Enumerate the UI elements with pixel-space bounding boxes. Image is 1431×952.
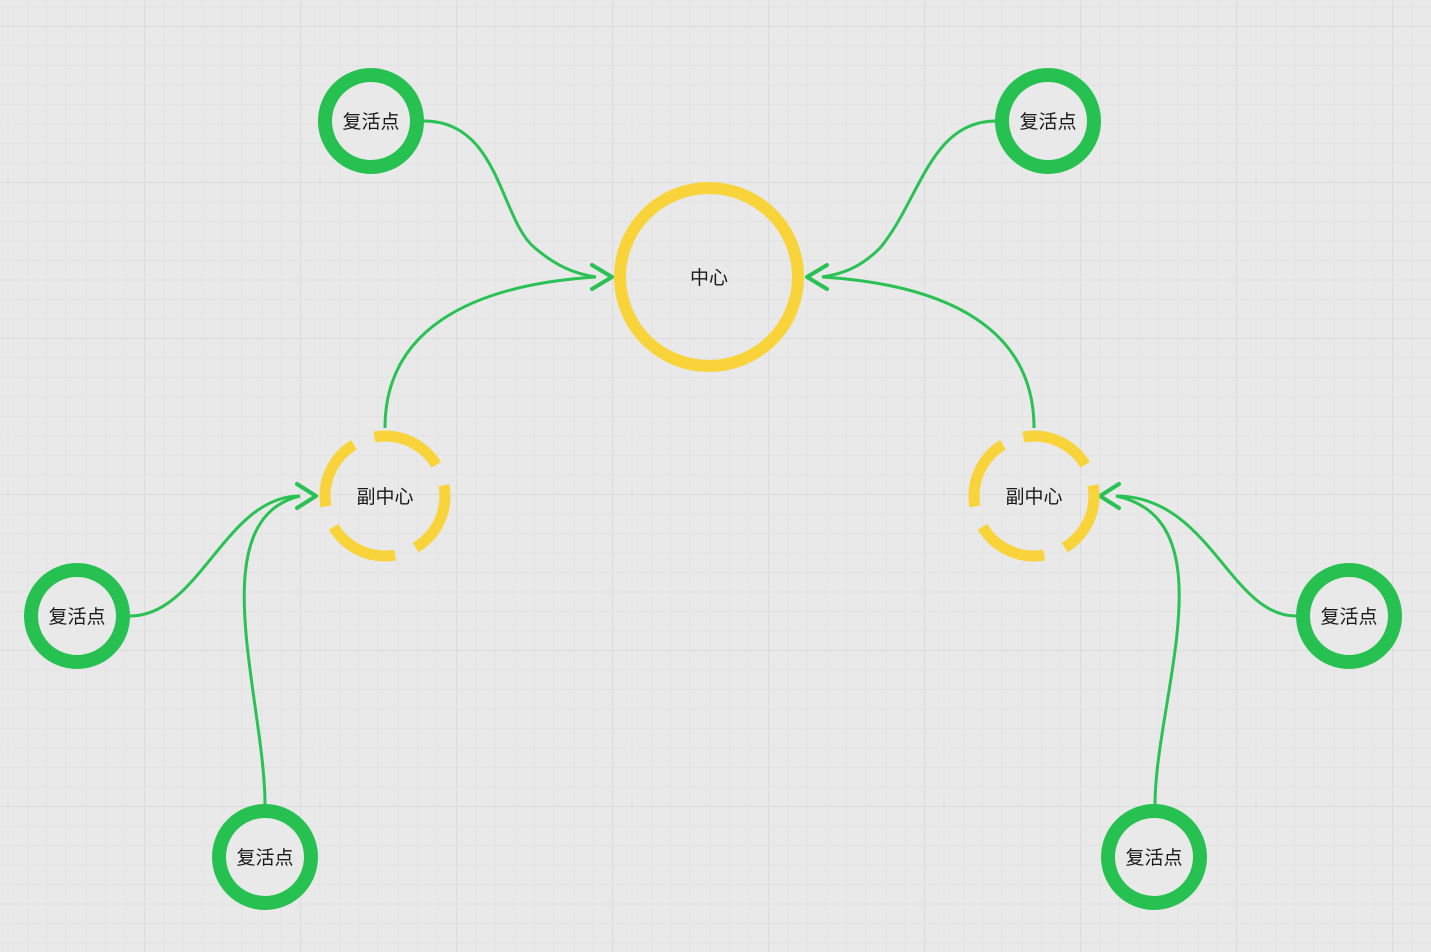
edges xyxy=(129,119,1297,806)
subcenter-left-ring xyxy=(319,430,451,562)
respawn-bottom-right-ring xyxy=(1101,804,1207,910)
edge-respawn-bottom-right-to-subcenter-right[interactable] xyxy=(1115,494,1181,806)
arrowhead-center-left xyxy=(590,263,614,291)
subcenter-node-right[interactable]: 副中心 xyxy=(968,430,1100,562)
edge-subcenter-right-to-center[interactable] xyxy=(821,275,1036,429)
edge-respawn-top-left-to-center[interactable] xyxy=(423,119,597,279)
respawn-top-left-label: 复活点 xyxy=(342,111,399,133)
respawn-node-bottom-left[interactable]: 复活点 xyxy=(212,804,318,910)
respawn-node-mid-right[interactable]: 复活点 xyxy=(1296,563,1402,669)
center-node[interactable]: 中心 xyxy=(614,182,804,372)
subcenter-right-label: 副中心 xyxy=(1005,486,1062,508)
subcenter-left-label: 副中心 xyxy=(356,486,413,508)
edge-respawn-mid-right-to-subcenter-right[interactable] xyxy=(1115,494,1297,618)
edge-respawn-bottom-left-to-subcenter-left[interactable] xyxy=(242,494,301,806)
center-ring xyxy=(614,182,804,372)
arrowhead-subcenter-right xyxy=(1098,482,1121,510)
edge-subcenter-left-to-center[interactable] xyxy=(383,275,597,429)
subcenter-right-ring xyxy=(968,430,1100,562)
edge-respawn-mid-left-to-subcenter-left[interactable] xyxy=(129,494,301,618)
arrowhead-subcenter-left xyxy=(295,482,318,510)
respawn-node-bottom-right[interactable]: 复活点 xyxy=(1101,804,1207,910)
respawn-mid-left-ring xyxy=(24,563,130,669)
arrowhead-center-right xyxy=(805,263,829,291)
respawn-bottom-left-ring xyxy=(212,804,318,910)
center-label: 中心 xyxy=(690,267,728,289)
respawn-mid-left-label: 复活点 xyxy=(48,606,105,628)
respawn-top-right-label: 复活点 xyxy=(1019,111,1076,133)
respawn-mid-right-ring xyxy=(1296,563,1402,669)
respawn-top-left-ring xyxy=(318,68,424,174)
edge-respawn-top-right-to-center[interactable] xyxy=(821,119,997,279)
respawn-bottom-right-label: 复活点 xyxy=(1125,847,1182,869)
respawn-node-top-right[interactable]: 复活点 xyxy=(995,68,1101,174)
respawn-node-top-left[interactable]: 复活点 xyxy=(318,68,424,174)
arrowheads xyxy=(295,263,1121,510)
respawn-top-right-ring xyxy=(995,68,1101,174)
respawn-bottom-left-label: 复活点 xyxy=(236,847,293,869)
respawn-node-mid-left[interactable]: 复活点 xyxy=(24,563,130,669)
subcenter-node-left[interactable]: 副中心 xyxy=(319,430,451,562)
respawn-mid-right-label: 复活点 xyxy=(1320,606,1377,628)
